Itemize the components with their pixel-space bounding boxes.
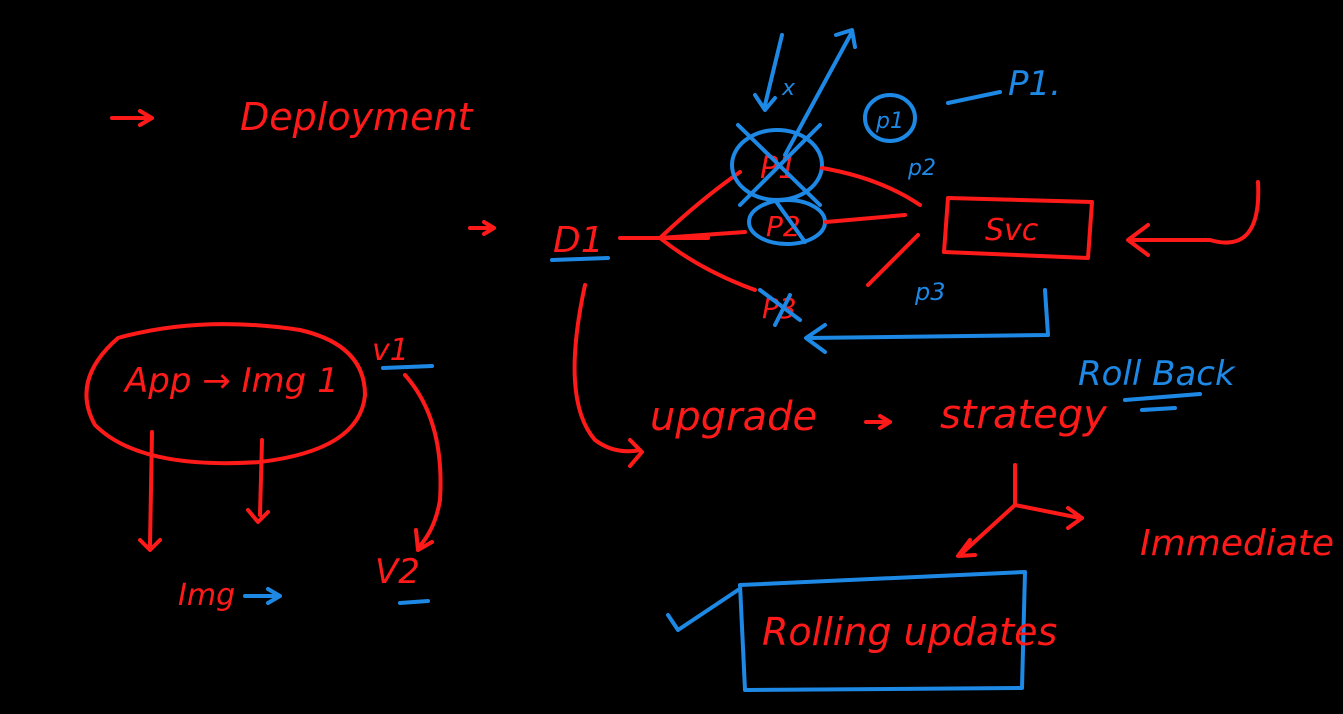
rolling-updates-box — [738, 570, 1027, 692]
pod-p3-cross — [758, 288, 802, 327]
p1-note-label: P1. — [1008, 64, 1061, 104]
d1-underline — [550, 256, 610, 262]
v1-v2-arrow — [403, 373, 443, 552]
upgrade-strategy-arrow — [864, 414, 892, 430]
img-arrow — [243, 587, 282, 605]
app-img-label: App → Img 1 — [123, 361, 339, 401]
rolling-checkmark — [666, 588, 740, 632]
svc-label: Svc — [985, 213, 1039, 248]
svc-input-arrow — [1126, 180, 1261, 257]
v1-underline — [381, 364, 434, 370]
upgrade-label: upgrade — [650, 394, 817, 440]
down-arrow-x — [753, 33, 784, 112]
branch-p1 — [658, 170, 742, 240]
deployment-arrow — [110, 109, 154, 127]
p1-svc-line — [820, 166, 922, 207]
v1-label: v1 — [372, 333, 409, 368]
d1-label: D1 — [553, 220, 604, 261]
strategy-label: strategy — [940, 392, 1108, 438]
d1-upgrade-curve — [572, 283, 644, 468]
v2-label: V2 — [375, 552, 420, 592]
new-p1-label: p1 — [875, 109, 904, 134]
img-label: Img — [178, 578, 235, 613]
rolling-updates-label: Rolling updates — [762, 610, 1057, 654]
p2-svc-line — [824, 213, 907, 224]
ellipse-drop-left — [138, 430, 162, 552]
pod-p1-cross — [736, 123, 822, 207]
return-arrow — [804, 288, 1050, 354]
branch-p2 — [658, 230, 747, 240]
immediate-label: Immediate — [1140, 523, 1334, 564]
svc-box — [942, 196, 1094, 260]
new-p1-circle — [863, 93, 917, 143]
p2-small-label: p2 — [907, 156, 936, 181]
p3-small-label: p3 — [914, 278, 946, 306]
rollback-label: Roll Back — [1078, 354, 1236, 394]
x-mark: x — [781, 76, 796, 101]
up-arrow — [783, 28, 857, 157]
p1-note-line — [946, 90, 1002, 105]
rollback-underline — [1123, 392, 1202, 412]
deployment-label: Deployment — [240, 95, 475, 139]
ellipse-drop-right — [246, 438, 270, 524]
app-ellipse — [84, 322, 367, 466]
d1-arrow — [468, 220, 496, 236]
strategy-branches — [956, 463, 1084, 558]
pod-p2-cross — [773, 198, 807, 244]
branch-p3 — [658, 236, 757, 292]
p3-svc-line — [866, 233, 920, 287]
v2-underline — [398, 599, 430, 605]
